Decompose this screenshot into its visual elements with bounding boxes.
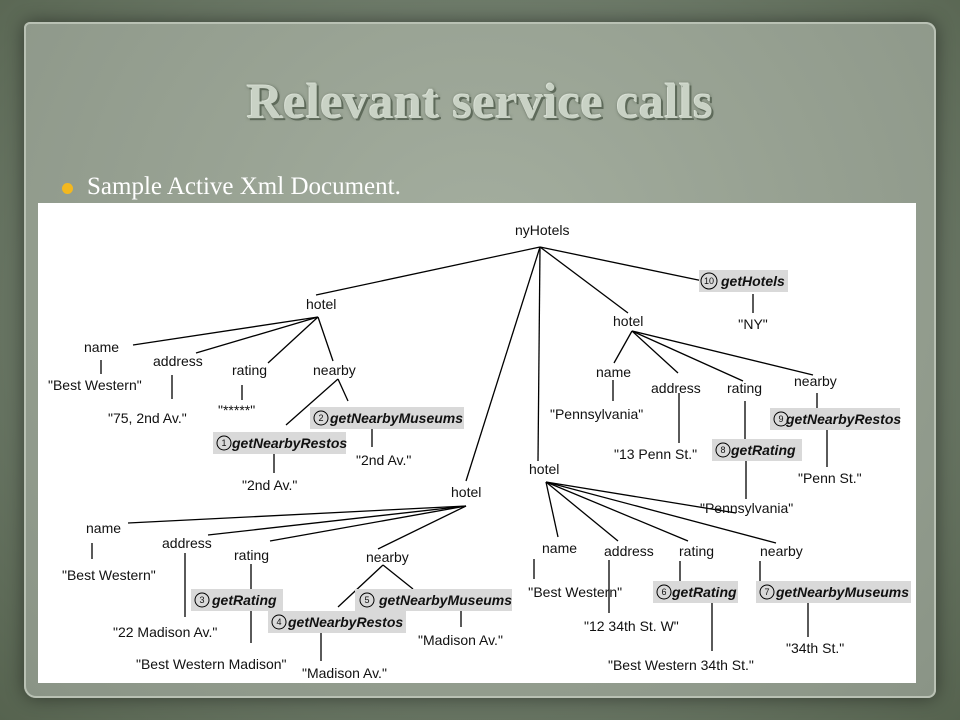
service-get-nearby-restos-1: getNearbyRestos	[231, 435, 347, 451]
rating-value-1: "*****"	[218, 402, 255, 418]
call-number-9: 9	[778, 414, 783, 424]
address-value-1: "75, 2nd Av."	[108, 410, 187, 426]
service-get-nearby-museums-2: getNearbyMuseums	[329, 410, 463, 426]
service-get-rating-6: getRating	[671, 584, 737, 600]
slide-title: Relevant service calls	[246, 73, 714, 129]
rating-node-4: rating	[727, 380, 762, 396]
address-node-3: address	[604, 543, 654, 559]
service-call-boxes	[191, 270, 911, 633]
call6-param: "Best Western 34th St."	[608, 657, 754, 673]
get-hotels-param: ''NY"	[738, 316, 768, 332]
bullet-text: Sample Active Xml Document.	[87, 173, 401, 200]
call2-param: "2nd Av."	[356, 452, 411, 468]
hotel-node-2: hotel	[451, 484, 481, 500]
call-number-circles	[194, 272, 789, 630]
address-node-4: address	[651, 380, 701, 396]
service-get-hotels: getHotels	[720, 273, 785, 289]
nearby-node-3: nearby	[760, 543, 803, 559]
address-node-2: address	[162, 535, 212, 551]
call-number-4: 4	[276, 617, 281, 627]
name-value-4: "Pennsylvania"	[550, 406, 643, 422]
name-value-1: "Best Western"	[48, 377, 142, 393]
call7-param: "34th St."	[786, 640, 844, 656]
call1-param: "2nd Av."	[242, 477, 297, 493]
rating-node-2: rating	[234, 547, 269, 563]
hotel-node-4: hotel	[613, 313, 643, 329]
call4-param: "Madison Av."	[302, 665, 387, 681]
nearby-node-1: nearby	[313, 362, 356, 378]
name-value-3: ''Best Western"	[528, 584, 622, 600]
call9-param: "Penn St."	[798, 470, 862, 486]
name-node-1: name	[84, 339, 119, 355]
name-node-4: name	[596, 364, 631, 380]
service-get-nearby-museums-7: getNearbyMuseums	[775, 584, 909, 600]
call-number-7: 7	[764, 587, 769, 597]
service-get-nearby-museums-5: getNearbyMuseums	[378, 592, 512, 608]
hotel-node-1: hotel	[306, 296, 336, 312]
service-get-rating-8: getRating	[730, 442, 796, 458]
nearby-node-4: nearby	[794, 373, 837, 389]
call-number-5: 5	[364, 595, 369, 605]
bullet-dot-icon	[62, 182, 73, 194]
call-number-10: 10	[704, 276, 714, 286]
address-value-2: "22 Madison Av."	[113, 624, 217, 640]
service-get-nearby-restos-9: getNearbyRestos	[785, 411, 901, 427]
call8-param: "Pennsylvania"	[700, 500, 793, 516]
call-number-8: 8	[720, 445, 725, 455]
call3-param: "Best Western Madison"	[136, 656, 287, 672]
rating-node-1: rating	[232, 362, 267, 378]
call-number-1: 1	[221, 438, 226, 448]
name-value-2: "Best Western"	[62, 567, 156, 583]
name-node-3: name	[542, 540, 577, 556]
service-get-rating-3: getRating	[211, 592, 277, 608]
address-value-3: "12 34th St. W"	[584, 618, 679, 634]
name-node-2: name	[86, 520, 121, 536]
bullet-item: Sample Active Xml Document.	[62, 170, 401, 204]
call-number-2: 2	[318, 413, 323, 423]
address-node-1: address	[153, 353, 203, 369]
root-node-label: nyHotels	[515, 222, 569, 238]
call-number-6: 6	[661, 587, 666, 597]
nearby-node-2: nearby	[366, 549, 409, 565]
tree-edges	[91, 246, 828, 661]
hotel-node-3: hotel	[529, 461, 559, 477]
call-number-3: 3	[199, 595, 204, 605]
service-get-nearby-restos-4: getNearbyRestos	[287, 614, 403, 630]
rating-node-3: rating	[679, 543, 714, 559]
tree-svg: nyHotels 10 getHotels ''NY" hotel name "…	[48, 222, 911, 681]
active-xml-tree-diagram: nyHotels 10 getHotels ''NY" hotel name "…	[38, 203, 916, 683]
call5-param: "Madison Av."	[418, 632, 503, 648]
address-value-4: "13 Penn St."	[614, 446, 697, 462]
